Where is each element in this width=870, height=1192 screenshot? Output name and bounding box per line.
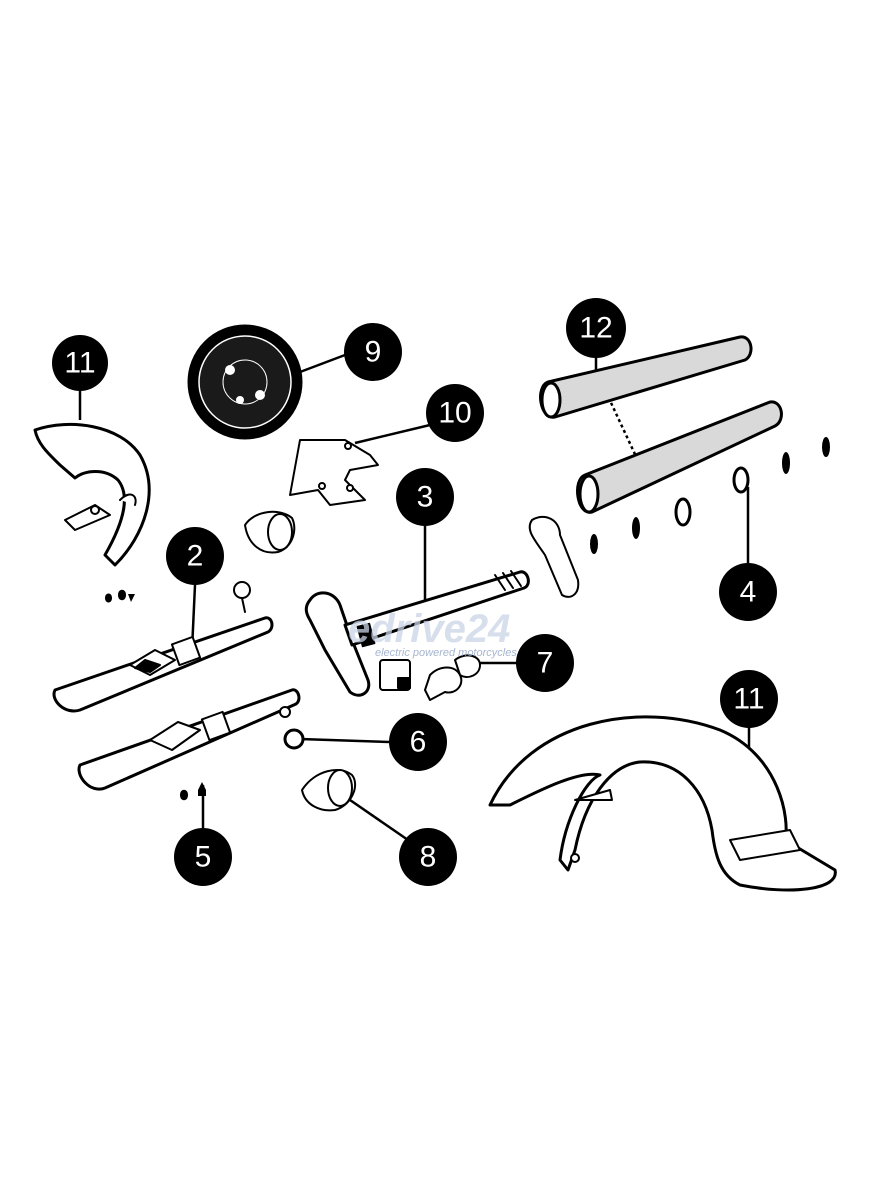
callout-label: 6 xyxy=(410,726,427,759)
callout-4-spacer-rings: 4 xyxy=(719,563,777,621)
headlight-drawing xyxy=(187,324,303,440)
callout-10-headlight-bracket: 10 xyxy=(426,384,484,442)
callout-6-ring: 6 xyxy=(389,713,447,771)
callout-8-dust-boot: 8 xyxy=(399,828,457,886)
ignition-lock-keys-drawing xyxy=(379,654,481,701)
triple-clamp-stem-drawing xyxy=(304,570,530,697)
fork-bolts-drawing xyxy=(180,782,206,801)
callout-11-rear-fender: 11 xyxy=(720,670,778,728)
callout-label: 9 xyxy=(365,336,382,369)
watermark-brand: edrive24 xyxy=(348,607,510,651)
callout-label: 2 xyxy=(187,540,204,573)
callout-label: 11 xyxy=(733,683,764,716)
callout-5-bolts: 5 xyxy=(174,828,232,886)
callout-7-ignition-lock: 7 xyxy=(516,634,574,692)
callout-label: 3 xyxy=(417,481,434,514)
callout-label: 11 xyxy=(64,347,95,380)
fork-dust-boot-drawing xyxy=(244,510,357,812)
callout-label: 5 xyxy=(195,841,212,874)
callout-2-fork-leg: 2 xyxy=(166,527,224,585)
callout-11-front-fender: 11 xyxy=(52,335,108,391)
fork-spacer-rings-drawing xyxy=(528,437,830,598)
fork-tubes-drawing xyxy=(539,335,783,514)
callout-label: 4 xyxy=(740,576,757,609)
callout-label: 12 xyxy=(579,312,612,345)
fork-leg-left-drawing xyxy=(52,581,274,713)
rear-fender-drawing xyxy=(488,715,837,892)
watermark-tagline: electric powered motorcycles xyxy=(375,647,517,659)
callout-9-headlight: 9 xyxy=(344,323,402,381)
callout-12-fork-tubes: 12 xyxy=(566,298,626,358)
fork-leg-right-drawing xyxy=(77,688,301,791)
headlight-bracket-drawing xyxy=(289,439,379,506)
watermark: edrive24 electric powered motorcycles xyxy=(348,607,517,659)
callout-label: 8 xyxy=(420,841,437,874)
callout-3-triple-clamp: 3 xyxy=(396,468,454,526)
callout-label: 7 xyxy=(537,647,554,680)
front-fender-drawing xyxy=(33,422,151,567)
fork-ring-6-drawing xyxy=(283,728,305,750)
callout-label: 10 xyxy=(438,397,471,430)
